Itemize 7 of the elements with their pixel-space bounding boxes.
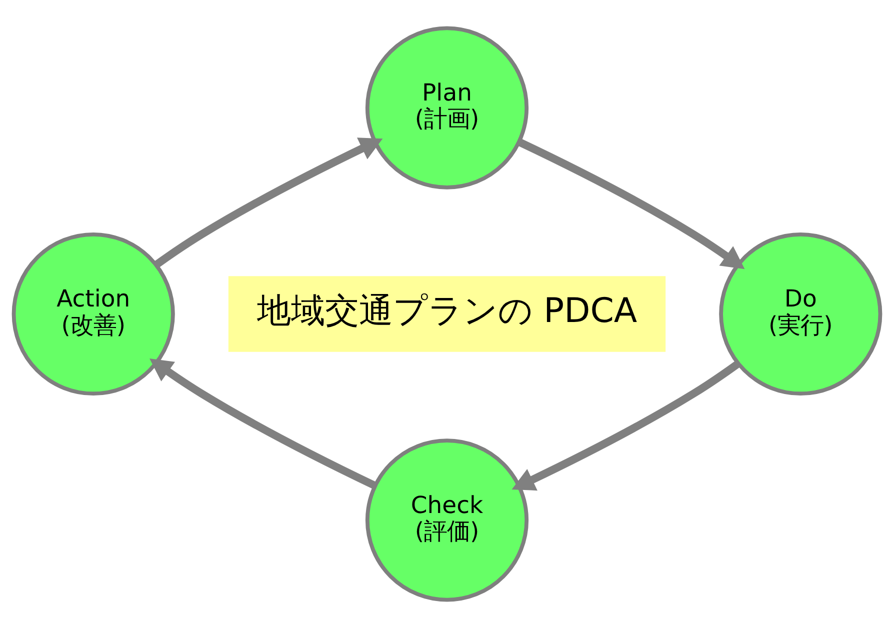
arrow bbox=[512, 360, 740, 491]
arrow bbox=[518, 138, 745, 270]
node-circle: Check (評価) bbox=[365, 438, 529, 602]
node-box: 地域交通プランの PDCA bbox=[228, 276, 666, 352]
arrow bbox=[154, 138, 383, 268]
arrow bbox=[150, 358, 377, 490]
node-circle: Plan (計画) bbox=[365, 26, 529, 190]
